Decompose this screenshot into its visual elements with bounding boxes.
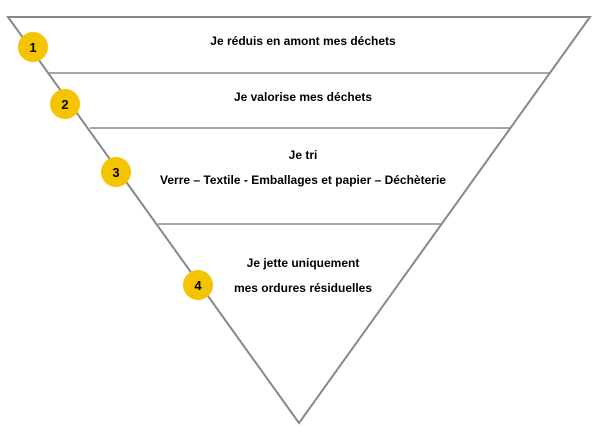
level-2-badge: 2 — [50, 89, 80, 119]
level-2-label: Je valorise mes déchets — [0, 90, 606, 105]
level-3-line-1: Je tri — [288, 148, 318, 162]
level-2-line-1: Je valorise mes déchets — [233, 90, 373, 104]
level-1-badge: 1 — [18, 32, 48, 62]
level-1-number: 1 — [29, 39, 37, 55]
level-3-number: 3 — [112, 164, 120, 180]
pyramid-outline — [6, 16, 592, 425]
level-4-number: 4 — [194, 277, 202, 293]
level-2-number: 2 — [61, 96, 69, 112]
level-3-line-2: Verre – Textile - Emballages et papier –… — [160, 173, 446, 187]
level-4-label: Je jette uniquement mes ordures résiduel… — [0, 256, 606, 296]
level-3-badge: 3 — [101, 157, 131, 187]
level-1-line-1: Je réduis en amont mes déchets — [210, 34, 396, 48]
level-1-label: Je réduis en amont mes déchets — [0, 34, 606, 49]
level-4-badge: 4 — [183, 270, 213, 300]
level-4-line-1: Je jette uniquement — [246, 256, 360, 270]
level-4-line-2: mes ordures résiduelles — [233, 281, 373, 295]
level-3-label: Je tri Verre – Textile - Emballages et p… — [0, 148, 606, 188]
